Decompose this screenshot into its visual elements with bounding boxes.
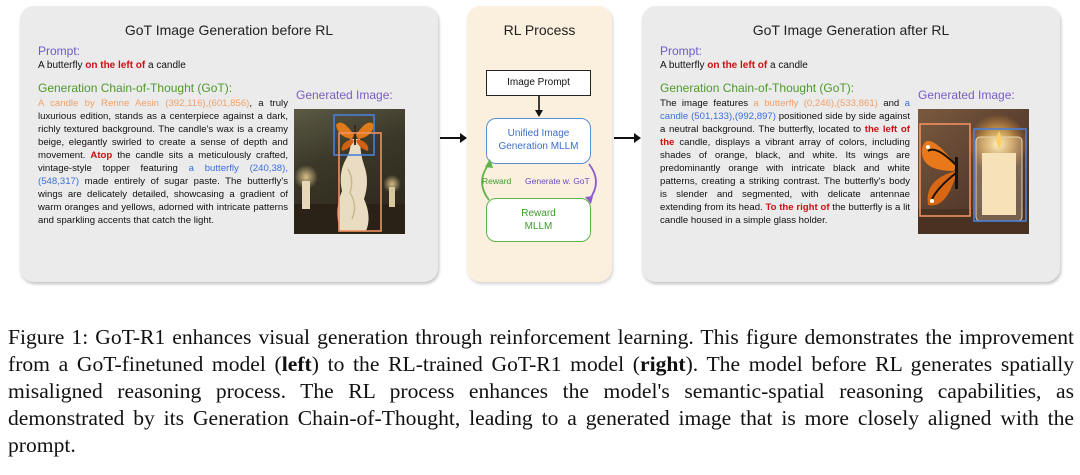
candle-butterfly-illustration (294, 114, 405, 234)
arrow-down (535, 96, 543, 117)
panel-title: GoT Image Generation after RL (752, 22, 950, 38)
unified-mllm-box: Unified Image Generation MLLM (486, 118, 591, 164)
got-atop: Atop (90, 150, 113, 161)
got-seg: the butterfly is a lit candle housed in … (660, 202, 911, 226)
got-seg: the candle sits a meticulously crafted, … (38, 150, 289, 174)
rl-process-panel: RL Process Image Prompt Unified Image Ge… (467, 6, 612, 282)
caption-seg: ) to the RL-trained GoT-R1 model ( (311, 352, 641, 376)
got-candle-coords: A candle by Renne Aesin (392,116),(601,8… (38, 98, 250, 109)
prompt-text: A butterfly on the left of a candle (660, 60, 808, 71)
got-left-of: the left of the (660, 124, 910, 148)
generated-image-label: Generated Image: (918, 88, 1015, 102)
caption-bold-right: right (640, 352, 686, 376)
butterfly-candle-illustration (918, 114, 1029, 234)
got-seg: , a truly luxurious edition, stands as a… (38, 98, 288, 161)
got-seg: made entirely of sugar paste. The butter… (38, 176, 288, 226)
figure-caption: Figure 1: GoT-R1 enhances visual generat… (8, 324, 1074, 459)
reward-line1: Reward (521, 208, 556, 219)
arrow-rl-to-right (614, 133, 641, 143)
got-right-of: To the right of (765, 202, 830, 213)
got-candle-coords: a candle (501,133),(992,897) (660, 98, 910, 122)
generate-label: Generate w. GoT (525, 176, 590, 186)
prompt-label: Prompt: (660, 44, 703, 58)
reward-mllm-box: Reward MLLM (486, 198, 591, 242)
prompt-post: a candle (145, 60, 186, 71)
got-seg: candle, displays a vibrant array of colo… (660, 137, 910, 213)
got-label: Generation Chain-of-Thought (GoT): (38, 81, 233, 95)
got-text: The image features a butterfly (0,246),(… (660, 97, 910, 227)
got-seg: The image features (660, 98, 754, 109)
arrow-left-to-rl (440, 133, 467, 143)
got-text: A candle by Renne Aesin (392,116),(601,8… (38, 97, 288, 227)
reward-loop-arrows (481, 159, 597, 204)
after-rl-panel: GoT Image Generation after RL Prompt: A … (642, 6, 1060, 282)
generated-image-after (918, 109, 1029, 234)
got-label: Generation Chain-of-Thought (GoT): (660, 81, 855, 95)
image-prompt-box: Image Prompt (486, 70, 591, 96)
prompt-pre: A butterfly (38, 60, 86, 71)
before-rl-panel: GoT Image Generation before RL Prompt: A… (20, 6, 438, 282)
prompt-pre: A butterfly (660, 60, 708, 71)
unified-line2: Generation MLLM (498, 141, 579, 152)
prompt-text: A butterfly on the left of a candle (38, 60, 186, 71)
generated-image-label: Generated Image: (296, 88, 393, 102)
prompt-highlight: on the left of (85, 60, 146, 71)
got-butterfly-coords: a butterfly (0,246),(533,861) (753, 98, 878, 109)
caption-bold-left: left (281, 352, 312, 376)
generated-image-before (294, 109, 405, 234)
caption-seg: ). The model before RL generates spatial… (8, 352, 1075, 457)
got-seg: positioned side by side against a neutra… (660, 111, 910, 135)
got-seg: and (877, 98, 905, 109)
unified-line1: Unified Image (507, 128, 570, 139)
prompt-post: a candle (767, 60, 808, 71)
reward-line2: MLLM (524, 221, 553, 232)
reward-label: Reward (482, 176, 512, 186)
caption-seg: Figure 1: GoT-R1 enhances visual generat… (8, 325, 1074, 376)
prompt-label: Prompt: (38, 44, 81, 58)
prompt-highlight: on the left of (707, 60, 768, 71)
panel-title: GoT Image Generation before RL (124, 22, 334, 38)
rl-title: RL Process (503, 22, 576, 38)
got-butterfly-coords: a butterfly (240,38),(548,317) (38, 163, 288, 187)
